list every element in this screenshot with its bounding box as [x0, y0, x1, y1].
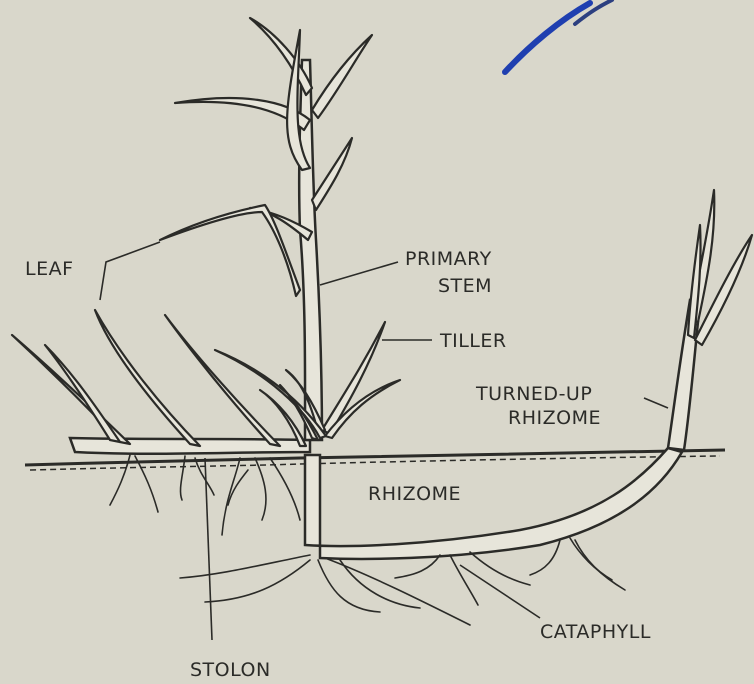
leaf-blade — [312, 35, 372, 118]
leaf-blade — [312, 138, 352, 210]
label-leaf: LEAF — [25, 258, 74, 280]
leaf-blade — [322, 322, 385, 434]
primary-stem-callout-line — [320, 262, 398, 285]
label-primary-stem-1: PRIMARY — [405, 248, 492, 270]
label-cataphyll: CATAPHYLL — [540, 621, 651, 643]
label-rhizome: RHIZOME — [368, 483, 461, 505]
label-turned-up-rhizome-2: RHIZOME — [508, 407, 601, 429]
label-turned-up-rhizome-1: TURNED-UP — [475, 383, 592, 405]
label-stolon: STOLON — [190, 659, 271, 680]
rhizome-body — [305, 448, 682, 559]
leaf-blade — [12, 335, 130, 444]
leaf-blade — [45, 345, 120, 442]
label-tiller: TILLER — [439, 330, 507, 352]
leaves — [12, 18, 752, 446]
turned-up-rhizome-callout-line — [644, 398, 668, 408]
leaf-blade — [250, 18, 312, 95]
blue-pen-mark — [505, 0, 612, 72]
label-primary-stem-2: STEM — [438, 275, 492, 297]
leaf-callout-line — [100, 242, 160, 300]
